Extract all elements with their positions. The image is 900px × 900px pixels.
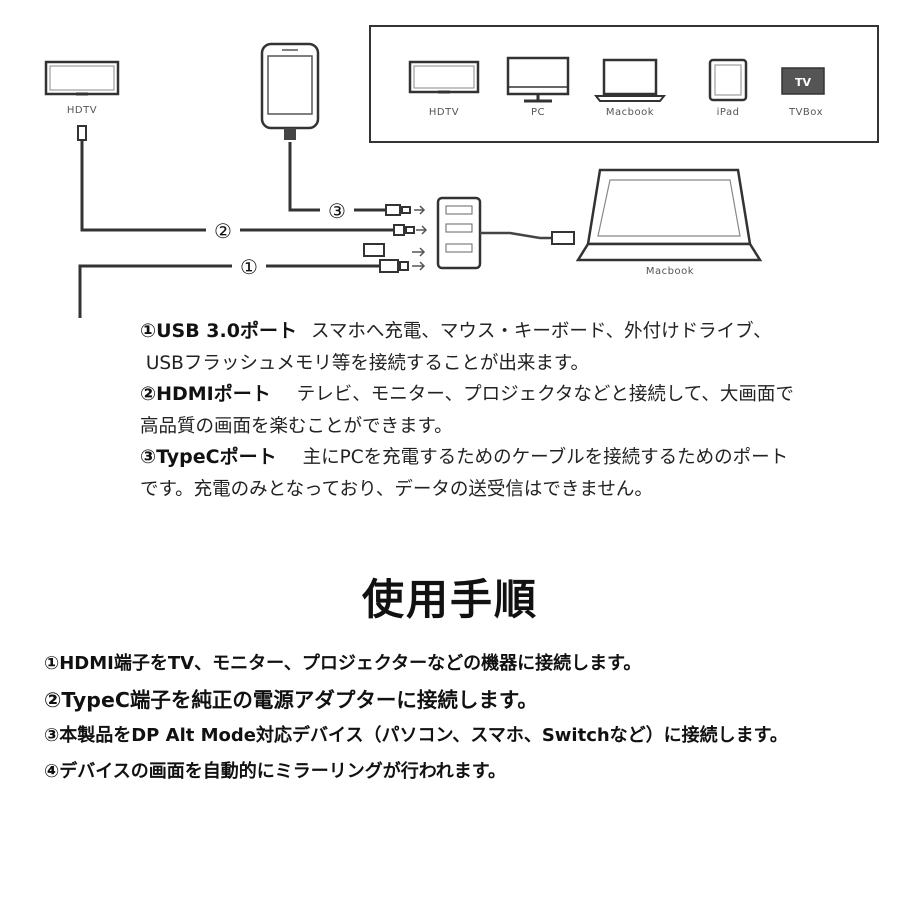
legend-pc-label: PC — [531, 107, 545, 118]
laptop-label: Macbook — [646, 266, 694, 277]
hdmi-port-line-1: ②HDMIポート テレビ、モニター、プロジェクタなどと接続して、大画面で — [140, 379, 890, 411]
smartphone-icon — [260, 42, 320, 140]
legend-macbook-label: Macbook — [606, 107, 654, 118]
hdtv-left-icon — [44, 60, 120, 96]
legend-ipad-label: iPad — [717, 107, 740, 118]
hdtv-icon — [408, 60, 480, 94]
port-number-1: ① — [232, 252, 266, 280]
usage-steps-list: ①HDMI端子をTV、モニター、プロジェクターなどの機器に接続します。 ②Typ… — [44, 646, 894, 790]
usage-step-2: ②TypeC端子を純正の電源アダプターに接続します。 — [44, 688, 538, 712]
tvbox-screen-text: TV — [795, 76, 812, 89]
hdmi-port-title: ②HDMIポート — [140, 383, 271, 405]
hdmi-cable — [77, 125, 394, 232]
usage-step-1: ①HDMI端子をTV、モニター、プロジェクターなどの機器に接続します。 — [44, 653, 642, 674]
svg-text:①: ① — [240, 255, 258, 279]
typec-port-title: ③TypeCポート — [140, 446, 277, 468]
macbook-icon — [593, 58, 667, 102]
usb-port-title: ①USB 3.0ポート — [140, 320, 297, 342]
port-descriptions: ①USB 3.0ポートスマホへ充電、マウス・キーボード、外付けドライブ、 USB… — [140, 316, 890, 505]
connection-diagram: HDTV TV HDTV PC Macbook iPad TVBox — [44, 25, 879, 318]
hdtv-left-label: HDTV — [67, 105, 97, 116]
usb-port-desc-1: スマホへ充電、マウス・キーボード、外付けドライブ、 — [310, 321, 772, 342]
hdmi-port-line-2: 高品質の画面を楽むことができます。 — [140, 411, 890, 443]
legend-tvbox-label: TVBox — [788, 107, 823, 118]
pc-monitor-icon — [506, 56, 570, 103]
typec-port-desc-2: です。充電のみとなっており、データの送受信はできません。 — [140, 478, 653, 500]
port-number-2: ② — [206, 216, 240, 244]
arrow-icons — [412, 205, 428, 271]
ipad-icon — [708, 58, 748, 102]
typec-port-desc-1: 主にPCを充電するためのケーブルを接続するためのポート — [302, 447, 789, 468]
typec-port-line-2: です。充電のみとなっており、データの送受信はできません。 — [140, 474, 890, 506]
port-number-3: ③ — [320, 196, 354, 224]
usage-steps-heading: 使用手順 — [361, 575, 538, 624]
hdmi-port-desc-2: 高品質の画面を楽むことができます。 — [140, 415, 453, 437]
tvbox-icon: TV — [781, 67, 825, 95]
plug-connectors — [363, 204, 415, 273]
laptop-macbook-icon — [575, 168, 763, 262]
hdmi-port-desc-1: テレビ、モニター、プロジェクタなどと接続して、大画面で — [296, 384, 794, 405]
usb-cable — [78, 264, 380, 318]
typec-port-line-1: ③TypeCポート 主にPCを充電するためのケーブルを接続するためのポート — [140, 442, 890, 474]
usb-port-line-1: ①USB 3.0ポートスマホへ充電、マウス・キーボード、外付けドライブ、 — [140, 316, 890, 348]
usage-step-3: ③本製品をDP Alt Mode対応デバイス（パソコン、スマホ、Switchなど… — [44, 725, 788, 746]
legend-hdtv-label: HDTV — [429, 107, 459, 118]
svg-text:②: ② — [214, 219, 232, 243]
usb-port-line-2: USBフラッシュメモリ等を接続することが出来ます。 — [140, 348, 890, 380]
svg-text:③: ③ — [328, 199, 346, 223]
usage-step-4: ④デバイスの画面を自動的にミラーリングが行われます。 — [44, 761, 506, 782]
usb-port-desc-2: USBフラッシュメモリ等を接続することが出来ます。 — [145, 352, 590, 374]
usb-c-hub-icon — [436, 196, 575, 270]
